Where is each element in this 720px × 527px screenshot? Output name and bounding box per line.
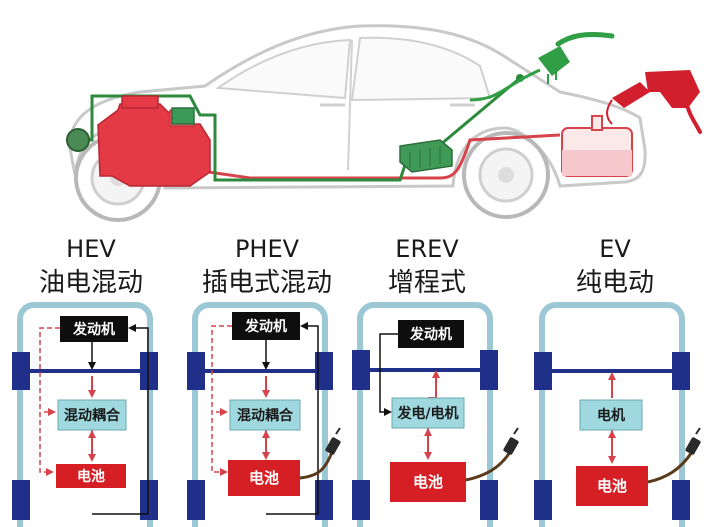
coupler-box — [391, 397, 465, 429]
type-title-ev: EV 纯电动 — [530, 232, 700, 300]
battery-label: 电池 — [413, 473, 443, 491]
engine-label: 发动机 — [409, 326, 452, 343]
battery-box — [390, 462, 466, 502]
charging-plug-icon — [465, 427, 519, 482]
battery-label: 电池 — [249, 469, 279, 487]
fuel-nozzle-icon — [606, 70, 702, 134]
type-title-erev: EREV 增程式 — [342, 232, 512, 300]
type-name: 纯电动 — [575, 268, 654, 298]
engine-label: 发动机 — [72, 321, 115, 338]
charging-plug-icon — [299, 427, 341, 480]
wheel-icon — [140, 480, 158, 520]
wheel-icon — [480, 350, 498, 390]
front-motor — [66, 128, 90, 152]
type-name: 插电式混动 — [201, 268, 332, 298]
type-name: 油电混动 — [38, 268, 143, 298]
type-name: 增程式 — [387, 268, 466, 298]
engine-box — [232, 312, 300, 340]
coupler-label: 发电/电机 — [396, 405, 458, 422]
panel-ev: 电机 电池 — [534, 302, 701, 527]
coupler-label: 混动耦合 — [237, 407, 294, 424]
motor-box — [579, 399, 643, 431]
battery-box — [56, 464, 126, 488]
car-rear-wheel — [462, 131, 550, 219]
panel-erev: 发动机 发电/电机 电池 — [352, 302, 519, 527]
coupler-label: 混动耦合 — [64, 407, 121, 424]
wheel-icon — [672, 352, 690, 390]
wheel-icon — [352, 350, 370, 390]
wheel-icon — [672, 480, 690, 520]
charging-plug-icon — [647, 427, 701, 484]
car-front-window — [215, 38, 352, 100]
car-illustration — [66, 24, 702, 222]
coupler-box — [57, 399, 127, 431]
wheel-icon — [534, 352, 552, 390]
wheel-icon — [12, 352, 30, 390]
engine-box — [60, 316, 128, 342]
type-code: PHEV — [234, 235, 300, 263]
wheel-icon — [12, 480, 30, 520]
battery-box — [576, 466, 648, 506]
controller-box — [171, 107, 195, 125]
wheel-icon — [480, 480, 498, 520]
battery-box — [228, 460, 300, 496]
engine-box — [398, 320, 464, 348]
type-title-hev: HEV 油电混动 — [6, 232, 176, 300]
type-code: EREV — [395, 235, 459, 263]
type-code: HEV — [66, 235, 116, 263]
wheel-icon — [352, 480, 370, 520]
battery-label: 电池 — [77, 468, 105, 485]
fuel-line — [194, 133, 561, 180]
panel-hev: 发动机 混动耦合 电池 — [12, 302, 158, 527]
panel-phev: 发动机 混动耦合 电池 — [187, 302, 341, 527]
engine-label: 发动机 — [244, 318, 287, 335]
wheel-icon — [534, 480, 552, 520]
type-code: EV — [599, 235, 631, 263]
motor-label: 电机 — [597, 407, 625, 424]
wheel-icon — [187, 352, 205, 390]
battery-pack — [399, 139, 453, 173]
battery-label: 电池 — [597, 477, 627, 495]
coupler-box — [229, 399, 301, 431]
wheel-icon — [187, 480, 205, 520]
charging-plug-icon — [469, 31, 615, 102]
wheel-icon — [315, 352, 333, 390]
car-rear-window — [350, 36, 492, 102]
fuel-tank — [561, 115, 633, 177]
wheel-icon — [140, 352, 158, 390]
wheel-icon — [315, 480, 333, 520]
type-title-phev: PHEV 插电式混动 — [182, 232, 352, 300]
